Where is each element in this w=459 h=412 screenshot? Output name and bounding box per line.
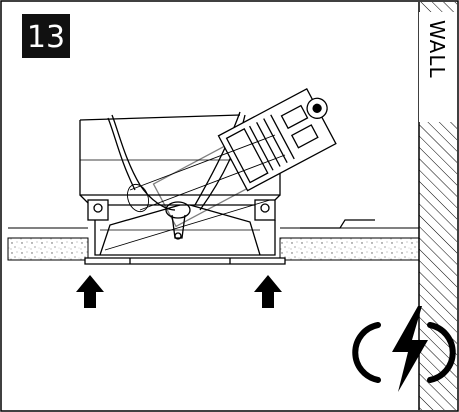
supply-wire [300,219,375,229]
step-badge: 13 [22,14,70,58]
up-arrow-icon [76,275,104,308]
wall-label: WALL [425,20,449,79]
tilted-can-outline [127,134,286,213]
ceiling [7,227,420,261]
up-arrow-icon [254,275,282,308]
step-number: 13 [27,20,65,55]
lightning-bolt-icon [352,306,456,392]
driver-junction-box [152,88,337,228]
